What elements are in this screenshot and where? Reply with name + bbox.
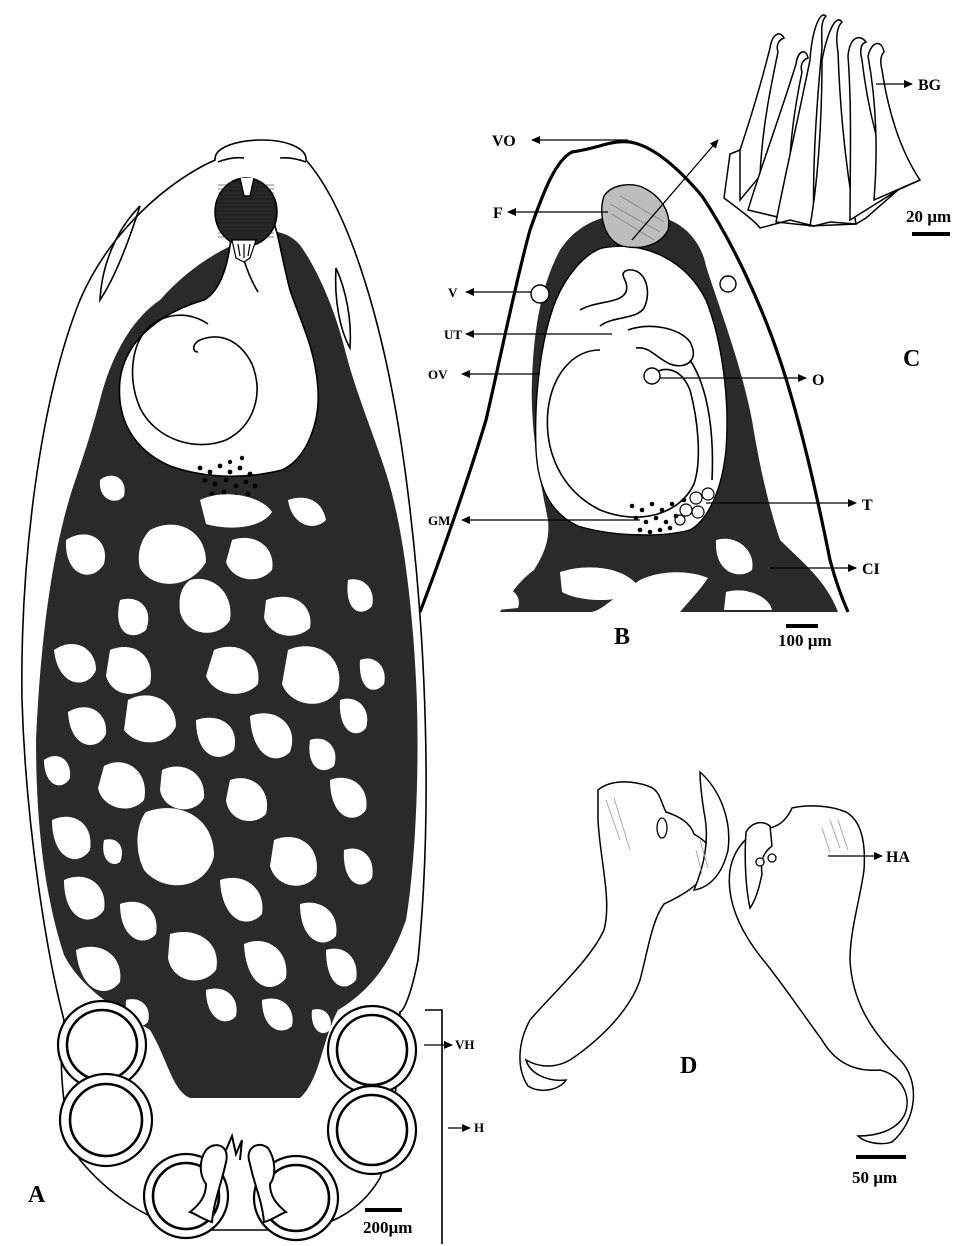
- scale-label-d: 50 µm: [852, 1168, 897, 1187]
- sucker-right-1: [328, 1006, 416, 1094]
- head-lobe-line-left: [218, 158, 244, 162]
- panel-label-d: D: [680, 1053, 697, 1079]
- label-h: H: [474, 1120, 484, 1135]
- scale-label-c: 20 µm: [906, 207, 951, 226]
- spine-6: [868, 43, 920, 200]
- sucker-left-2: [60, 1074, 152, 1166]
- label-v: V: [448, 285, 458, 300]
- head-lobe-line-right: [280, 158, 306, 162]
- panel-a-whole-body: VH H A 200µm: [22, 140, 484, 1244]
- hamulus-right-pore-1: [756, 858, 764, 866]
- scale-label-a: 200µm: [363, 1218, 412, 1237]
- label-vh: VH: [455, 1037, 475, 1052]
- hamulus-right-pore-2: [768, 854, 776, 862]
- sucker-right-2: [328, 1086, 416, 1174]
- label-bg: BG: [918, 77, 942, 94]
- panel-d-hamuli: HA D 50 µm: [520, 772, 914, 1187]
- female-gland: [602, 185, 669, 248]
- label-gm: GM: [428, 513, 450, 528]
- vaginal-pore-right: [720, 276, 736, 292]
- panel-label-c: C: [903, 346, 920, 372]
- label-ha: HA: [886, 849, 910, 866]
- label-t: T: [862, 497, 873, 514]
- label-ut: UT: [444, 327, 462, 342]
- hamulus-left-pore: [657, 818, 667, 838]
- label-ci: CI: [862, 561, 880, 578]
- scale-label-b: 100 µm: [778, 631, 832, 650]
- spine-base-outer: [724, 150, 740, 198]
- label-ov: OV: [428, 367, 448, 382]
- label-o: O: [812, 372, 824, 389]
- panel-label-b: B: [614, 624, 630, 650]
- panel-c-genital-armature: [724, 15, 920, 228]
- panel-label-a: A: [28, 1182, 46, 1208]
- intestine-interior-cavity: [536, 246, 727, 535]
- label-vo: VO: [492, 133, 516, 150]
- vaginal-pore-left: [531, 285, 549, 303]
- ootype-o: [644, 368, 660, 384]
- haptor-hamuli-icon: [190, 1136, 286, 1222]
- label-f: F: [493, 205, 503, 222]
